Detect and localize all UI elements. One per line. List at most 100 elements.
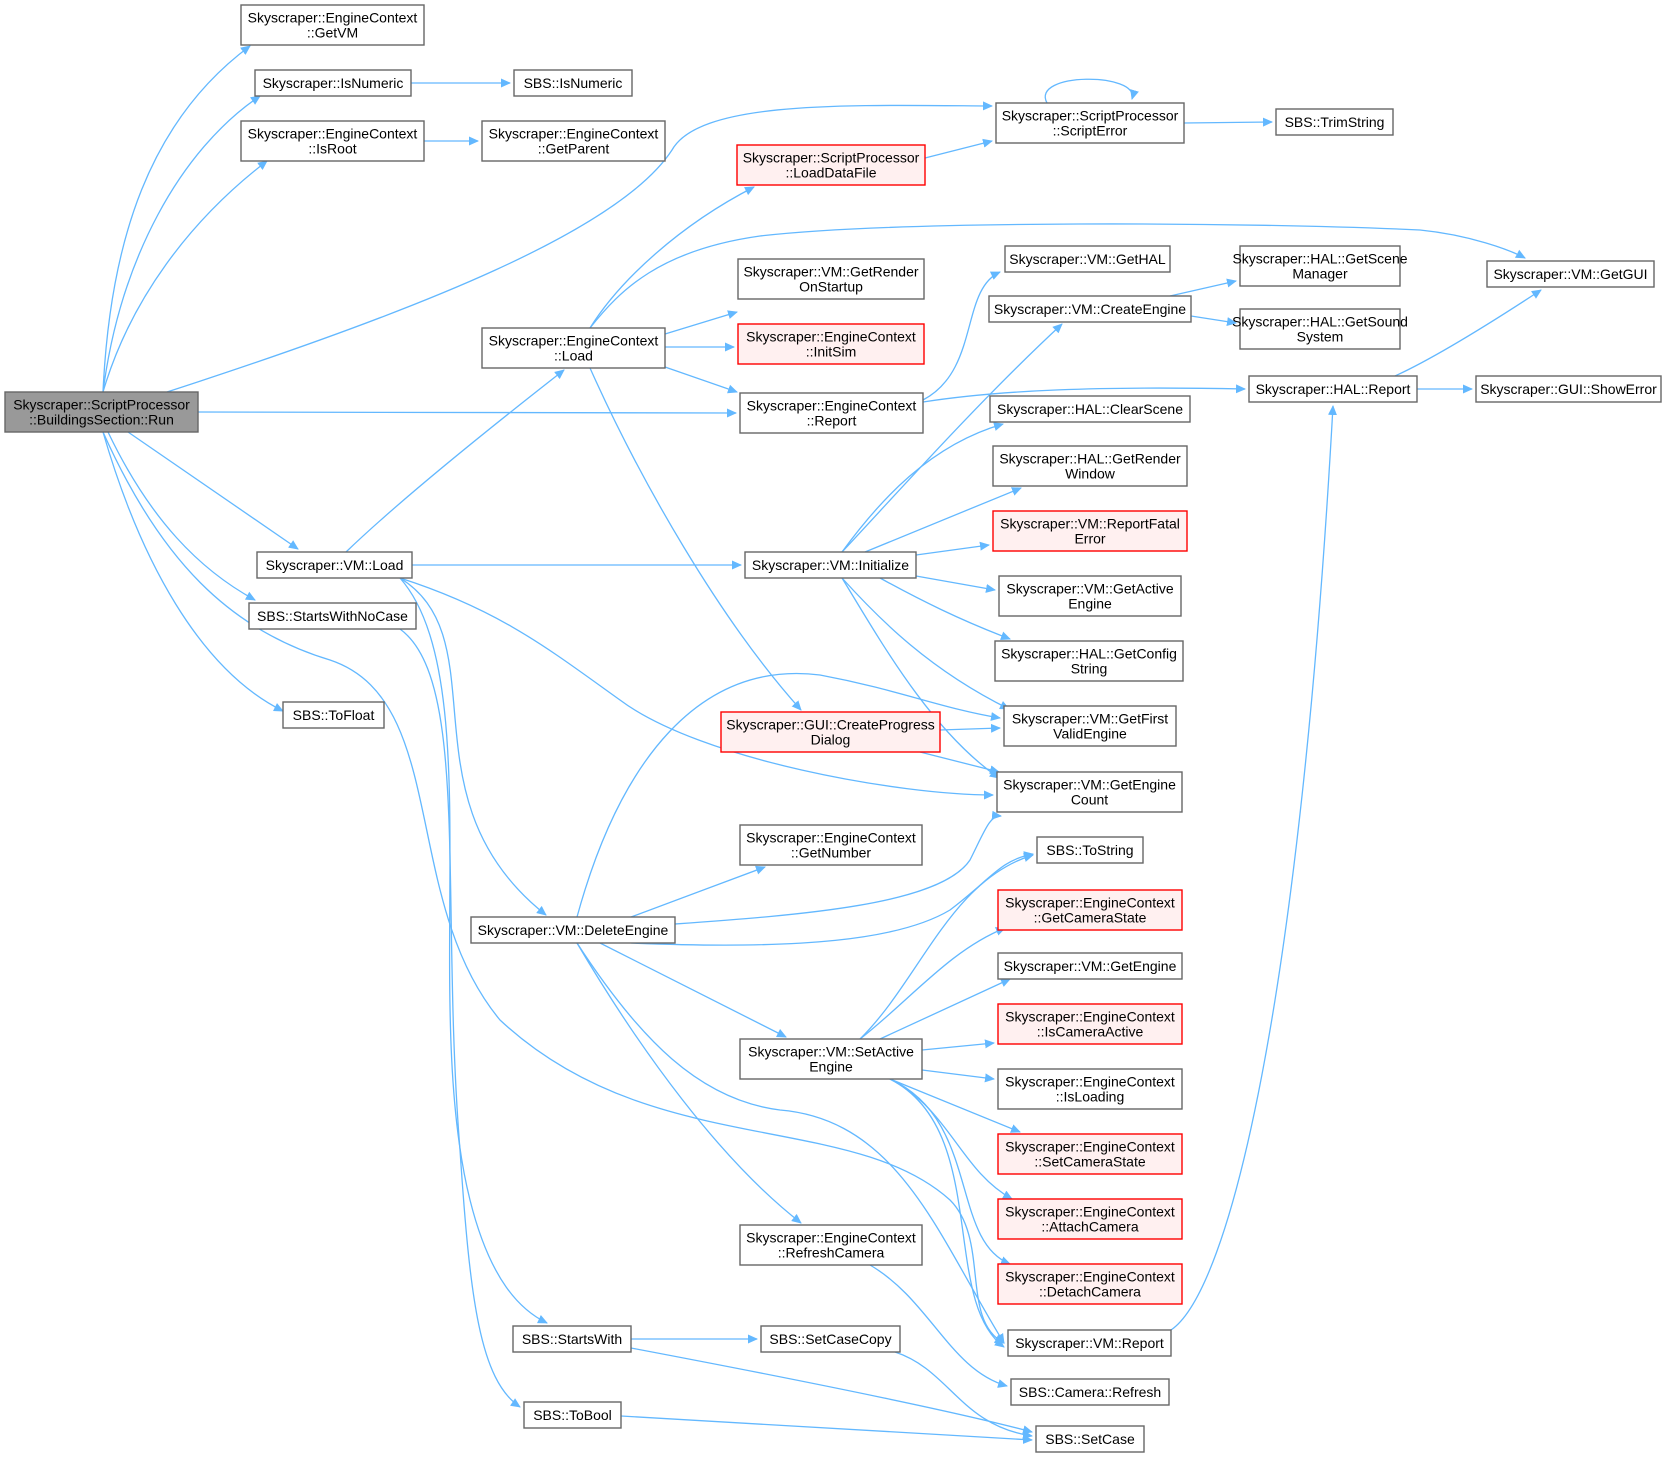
node-label-line: System bbox=[1297, 329, 1344, 345]
node-label-line: Skyscraper::VM::SetActive bbox=[748, 1044, 914, 1060]
node-label-line: Skyscraper::EngineContext bbox=[248, 126, 418, 142]
node-label-line: Skyscraper::GUI::CreateProgress bbox=[726, 717, 935, 733]
node-label-line: Skyscraper::VM::ReportFatal bbox=[1000, 516, 1180, 532]
node-ec-getnumber[interactable]: Skyscraper::EngineContext::GetNumber bbox=[739, 824, 923, 866]
edge-run-to-sbs_startsnocase bbox=[107, 431, 256, 601]
node-box bbox=[1275, 108, 1394, 136]
node-vm-getgui[interactable]: Skyscraper::VM::GetGUI bbox=[1486, 260, 1655, 288]
edge-vm_setactive-to-ec_attachcamera bbox=[889, 1078, 1013, 1200]
node-label-line: Skyscraper::EngineContext bbox=[489, 333, 659, 349]
node-box bbox=[720, 711, 941, 753]
edge-vm_load-to-vm_deleteengine bbox=[399, 577, 547, 916]
node-box bbox=[997, 1003, 1183, 1045]
node-ec-getcamerastate[interactable]: Skyscraper::EngineContext::GetCameraStat… bbox=[997, 889, 1183, 931]
node-box bbox=[995, 102, 1185, 144]
edge-vm_setactive-to-ec_isloading bbox=[921, 1069, 995, 1083]
node-vm-load[interactable]: Skyscraper::VM::Load bbox=[256, 551, 413, 579]
node-box bbox=[1007, 1329, 1172, 1357]
node-camera-refresh[interactable]: SBS::Camera::Refresh bbox=[1010, 1378, 1170, 1406]
node-label-line: ::AttachCamera bbox=[1041, 1219, 1138, 1235]
node-sp-scripterror[interactable]: Skyscraper::ScriptProcessor::ScriptError bbox=[995, 102, 1185, 144]
node-label-line: ::IsLoading bbox=[1056, 1089, 1125, 1105]
node-label-line: Skyscraper::EngineContext bbox=[746, 830, 916, 846]
node-sbs-tostring[interactable]: SBS::ToString bbox=[1036, 836, 1144, 864]
edge-gui_createprogress-to-vm_getfirst bbox=[939, 723, 1001, 733]
node-sbs-startswith[interactable]: SBS::StartsWith bbox=[512, 1325, 632, 1353]
node-box bbox=[1239, 308, 1401, 350]
node-ec-setcamerastate[interactable]: Skyscraper::EngineContext::SetCameraStat… bbox=[997, 1133, 1183, 1175]
node-box bbox=[248, 602, 417, 630]
node-box bbox=[997, 1133, 1183, 1175]
node-label-line: Skyscraper::HAL::GetRender bbox=[999, 451, 1181, 467]
node-sbs-setcasecopy[interactable]: SBS::SetCaseCopy bbox=[760, 1325, 901, 1353]
node-vm-deleteengine[interactable]: Skyscraper::VM::DeleteEngine bbox=[470, 916, 676, 944]
node-vm-gethal[interactable]: Skyscraper::VM::GetHAL bbox=[1004, 245, 1171, 273]
node-ec-getparent[interactable]: Skyscraper::EngineContext::GetParent bbox=[481, 120, 666, 162]
node-sp-loaddatafile[interactable]: Skyscraper::ScriptProcessor::LoadDataFil… bbox=[736, 144, 926, 186]
node-label-line: Skyscraper::GUI::ShowError bbox=[1480, 381, 1657, 397]
node-label-line: Skyscraper::HAL::Report bbox=[1256, 381, 1411, 397]
node-ec-isroot[interactable]: Skyscraper::EngineContext::IsRoot bbox=[240, 120, 425, 162]
node-label-line: SBS::ToString bbox=[1046, 842, 1133, 858]
node-box bbox=[997, 952, 1183, 980]
node-box bbox=[737, 323, 925, 365]
edge-vm_deleteengine-to-vm_getfirst bbox=[576, 672, 1001, 918]
edge-gui_createprogress-to-vm_getenginecount bbox=[919, 751, 1000, 775]
node-run[interactable]: Skyscraper::ScriptProcessor::BuildingsSe… bbox=[4, 391, 199, 433]
edge-vm_deleteengine-to-ec_refreshcamera bbox=[576, 942, 802, 1224]
node-hal-report[interactable]: Skyscraper::HAL::Report bbox=[1248, 375, 1418, 403]
edge-run-to-vm_load bbox=[127, 431, 299, 550]
node-gui-showerror[interactable]: Skyscraper::GUI::ShowError bbox=[1475, 375, 1662, 403]
node-label-line: Skyscraper::IsNumeric bbox=[263, 75, 404, 91]
node-isnumeric[interactable]: Skyscraper::IsNumeric bbox=[254, 69, 412, 97]
node-ec-load[interactable]: Skyscraper::EngineContext::Load bbox=[481, 327, 666, 369]
node-vm-initialize[interactable]: Skyscraper::VM::Initialize bbox=[744, 551, 917, 579]
node-label-line: Skyscraper::EngineContext bbox=[1005, 1009, 1175, 1025]
node-vm-report[interactable]: Skyscraper::VM::Report bbox=[1007, 1329, 1172, 1357]
node-box bbox=[513, 69, 633, 97]
node-sbs-startsnocase[interactable]: SBS::StartsWithNoCase bbox=[248, 602, 417, 630]
node-hal-clearscene[interactable]: Skyscraper::HAL::ClearScene bbox=[989, 395, 1191, 423]
node-label-line: ::IsRoot bbox=[308, 141, 356, 157]
node-label-line: SBS::StartsWithNoCase bbox=[257, 608, 408, 624]
node-label-line: ::SetCameraState bbox=[1034, 1154, 1145, 1170]
edge-vm_deleteengine-to-vm_report bbox=[576, 942, 1005, 1344]
node-vm-createengine[interactable]: Skyscraper::VM::CreateEngine bbox=[988, 295, 1192, 323]
node-sbs-setcase[interactable]: SBS::SetCase bbox=[1035, 1425, 1145, 1453]
edge-vm_setactive-to-ec_setcamerastate bbox=[889, 1078, 1021, 1133]
node-ec-getvm[interactable]: Skyscraper::EngineContext::GetVM bbox=[240, 4, 425, 46]
node-label-line: SBS::Camera::Refresh bbox=[1019, 1384, 1161, 1400]
node-sbs-tobool[interactable]: SBS::ToBool bbox=[523, 1401, 622, 1429]
node-ec-detachcamera[interactable]: Skyscraper::EngineContext::DetachCamera bbox=[997, 1263, 1183, 1305]
node-box bbox=[256, 551, 413, 579]
node-sbs-isnumeric[interactable]: SBS::IsNumeric bbox=[513, 69, 633, 97]
node-ec-iscameraactive[interactable]: Skyscraper::EngineContext::IsCameraActiv… bbox=[997, 1003, 1183, 1045]
node-ec-initsim[interactable]: Skyscraper::EngineContext::InitSim bbox=[737, 323, 925, 365]
node-label-line: ::GetVM bbox=[307, 25, 358, 41]
node-ec-refreshcamera[interactable]: Skyscraper::EngineContext::RefreshCamera bbox=[739, 1224, 923, 1266]
node-vm-getengine[interactable]: Skyscraper::VM::GetEngine bbox=[997, 952, 1183, 980]
node-ec-isloading[interactable]: Skyscraper::EngineContext::IsLoading bbox=[997, 1068, 1183, 1110]
node-sbs-tofloat[interactable]: SBS::ToFloat bbox=[282, 701, 385, 729]
node-ec-attachcamera[interactable]: Skyscraper::EngineContext::AttachCamera bbox=[997, 1198, 1183, 1240]
node-box bbox=[736, 144, 926, 186]
edge-ec_load-to-sp_loaddatafile bbox=[589, 186, 755, 329]
node-label-line: Skyscraper::VM::GetHAL bbox=[1009, 251, 1166, 267]
node-ec-report[interactable]: Skyscraper::EngineContext::Report bbox=[739, 392, 924, 434]
node-box bbox=[997, 889, 1183, 931]
node-label-line: Skyscraper::VM::Initialize bbox=[752, 557, 909, 573]
node-box bbox=[1004, 245, 1171, 273]
edge-vm_initialize-to-vm_createengine bbox=[841, 323, 1063, 553]
node-sbs-trimstring[interactable]: SBS::TrimString bbox=[1275, 108, 1394, 136]
